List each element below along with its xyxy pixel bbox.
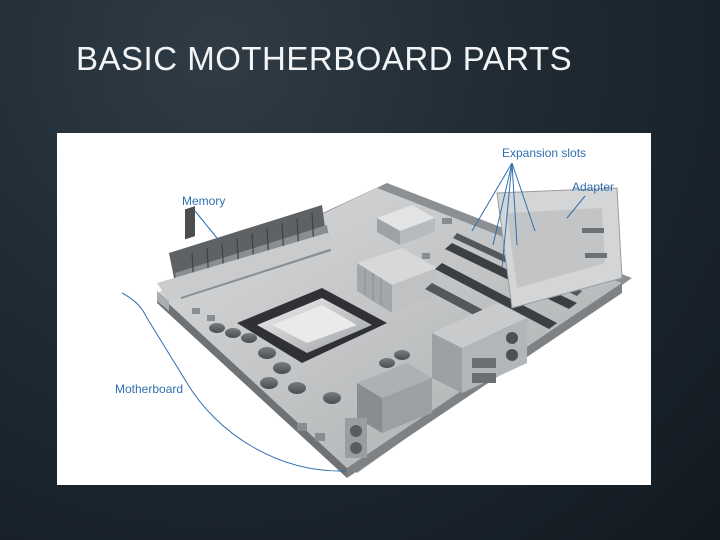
cpu-socket <box>237 288 387 363</box>
callout-expansion-slots: Expansion slots <box>471 146 586 269</box>
slide-title: BASIC MOTHERBOARD PARTS <box>76 40 573 77</box>
motherboard-label: Motherboard <box>115 382 183 396</box>
motherboard-diagram: Expansion slots Adapter Memory Motherboa… <box>57 133 651 485</box>
memory-modules <box>157 205 342 311</box>
board-components <box>192 218 452 441</box>
ps2-connectors <box>345 418 367 458</box>
adapter-label: Adapter <box>572 180 614 194</box>
northbridge-heatsink <box>377 205 435 245</box>
expansion-slots-label: Expansion slots <box>502 146 586 160</box>
capacitors <box>209 323 410 404</box>
motherboard-illustration: Expansion slots Adapter Memory Motherboa… <box>115 146 632 478</box>
callout-adapter: Adapter <box>566 180 614 219</box>
rear-io-ports <box>432 303 527 393</box>
callout-motherboard: Motherboard <box>115 292 348 472</box>
memory-label: Memory <box>182 194 225 208</box>
callout-memory: Memory <box>182 194 225 239</box>
chipset-heatsink <box>357 248 437 313</box>
adapter-card <box>496 187 623 309</box>
